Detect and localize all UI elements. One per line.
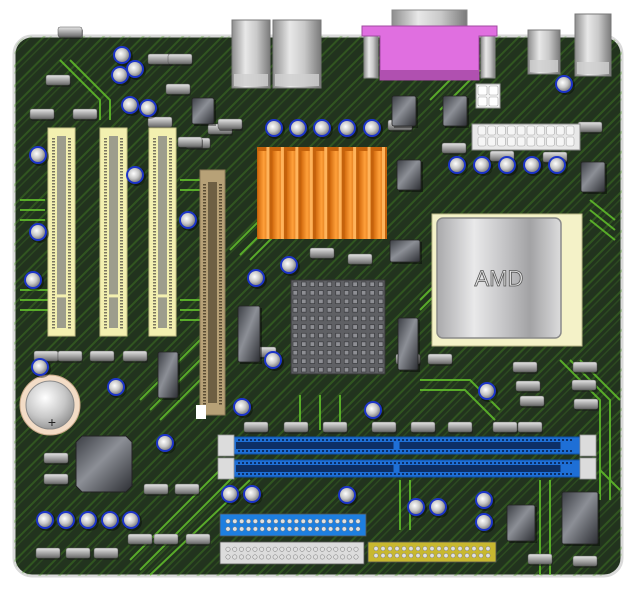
floppy-connector xyxy=(367,541,497,563)
resistor xyxy=(35,547,61,559)
ic-chip xyxy=(157,351,179,399)
trace-path xyxy=(419,279,501,421)
trace-path xyxy=(180,179,200,321)
dimm-latch-left xyxy=(217,457,235,480)
parallel-port xyxy=(361,9,498,81)
resistor xyxy=(43,473,69,485)
ic-chip xyxy=(506,504,536,542)
lan-port xyxy=(527,29,561,75)
ic-chip xyxy=(191,97,215,125)
usb-port-1 xyxy=(231,19,271,89)
resistor xyxy=(89,350,115,362)
resistor xyxy=(572,555,598,567)
trace-path xyxy=(59,59,341,430)
resistor xyxy=(527,553,553,565)
dimm-latch-right xyxy=(579,434,597,457)
ide-secondary-connector xyxy=(219,541,365,565)
dimm-slot-1 xyxy=(217,434,597,457)
super-io-chip xyxy=(75,435,133,493)
pci-slot-3 xyxy=(148,127,177,337)
resistor xyxy=(217,118,243,130)
usb-port-2 xyxy=(272,19,322,89)
dimm-latch-left xyxy=(217,434,235,457)
resistor xyxy=(65,547,91,559)
battery-plus-sign: + xyxy=(48,414,56,430)
bga-chipset xyxy=(290,279,386,375)
resistor xyxy=(167,53,193,65)
northbridge-heatsink xyxy=(257,147,387,239)
resistor xyxy=(283,421,309,433)
trace-path xyxy=(20,199,48,311)
capacitor-group xyxy=(24,46,575,533)
resistor xyxy=(571,379,597,391)
resistor xyxy=(347,253,373,265)
resistor xyxy=(572,361,598,373)
resistor xyxy=(127,533,153,545)
agp-slot xyxy=(196,169,226,419)
resistor xyxy=(519,395,545,407)
resistor xyxy=(515,380,541,392)
ic-chip xyxy=(397,317,419,371)
chip-group: + xyxy=(19,95,607,546)
resistor xyxy=(57,350,83,362)
resistor xyxy=(72,108,98,120)
resistor xyxy=(57,26,83,38)
resistor xyxy=(309,247,335,259)
cpu-heatspreader xyxy=(436,217,562,339)
audio-port xyxy=(574,13,612,77)
ic-chip xyxy=(580,161,606,193)
resistor xyxy=(174,483,200,495)
resistor xyxy=(143,483,169,495)
resistor xyxy=(147,116,173,128)
ic-chip xyxy=(237,305,261,363)
ic-chip xyxy=(396,159,422,191)
expansion-slots xyxy=(47,127,597,565)
cpu-socket: AMD xyxy=(431,213,583,347)
resistor xyxy=(492,421,518,433)
pci-slot-1 xyxy=(47,127,76,337)
resistor xyxy=(43,452,69,464)
ic-chip xyxy=(389,239,421,263)
ic-chip xyxy=(391,95,417,127)
resistor xyxy=(441,142,467,154)
resistor xyxy=(512,361,538,373)
resistor xyxy=(427,353,453,365)
resistor xyxy=(185,533,211,545)
dimm-slot-2 xyxy=(217,457,597,480)
resistor xyxy=(322,421,348,433)
dimm-latch-right xyxy=(579,457,597,480)
resistor xyxy=(243,421,269,433)
resistor xyxy=(45,74,71,86)
resistor xyxy=(165,83,191,95)
cmos-battery xyxy=(25,380,75,430)
resistor xyxy=(153,533,179,545)
resistor xyxy=(177,136,203,148)
resistor xyxy=(371,421,397,433)
cpu-brand-label: AMD xyxy=(475,266,524,291)
resistor xyxy=(122,350,148,362)
ic-chip xyxy=(442,95,468,127)
rear-io-panel xyxy=(231,9,612,151)
resistor xyxy=(517,421,543,433)
resistor xyxy=(573,398,599,410)
pci-slot-2 xyxy=(99,127,128,337)
ide-primary-connector xyxy=(219,513,367,537)
atx-power-connector xyxy=(471,123,581,151)
resistor xyxy=(29,108,55,120)
resistor xyxy=(410,421,436,433)
resistor xyxy=(447,421,473,433)
resistor xyxy=(93,547,119,559)
ic-chip xyxy=(561,491,599,545)
resistor xyxy=(577,121,603,133)
